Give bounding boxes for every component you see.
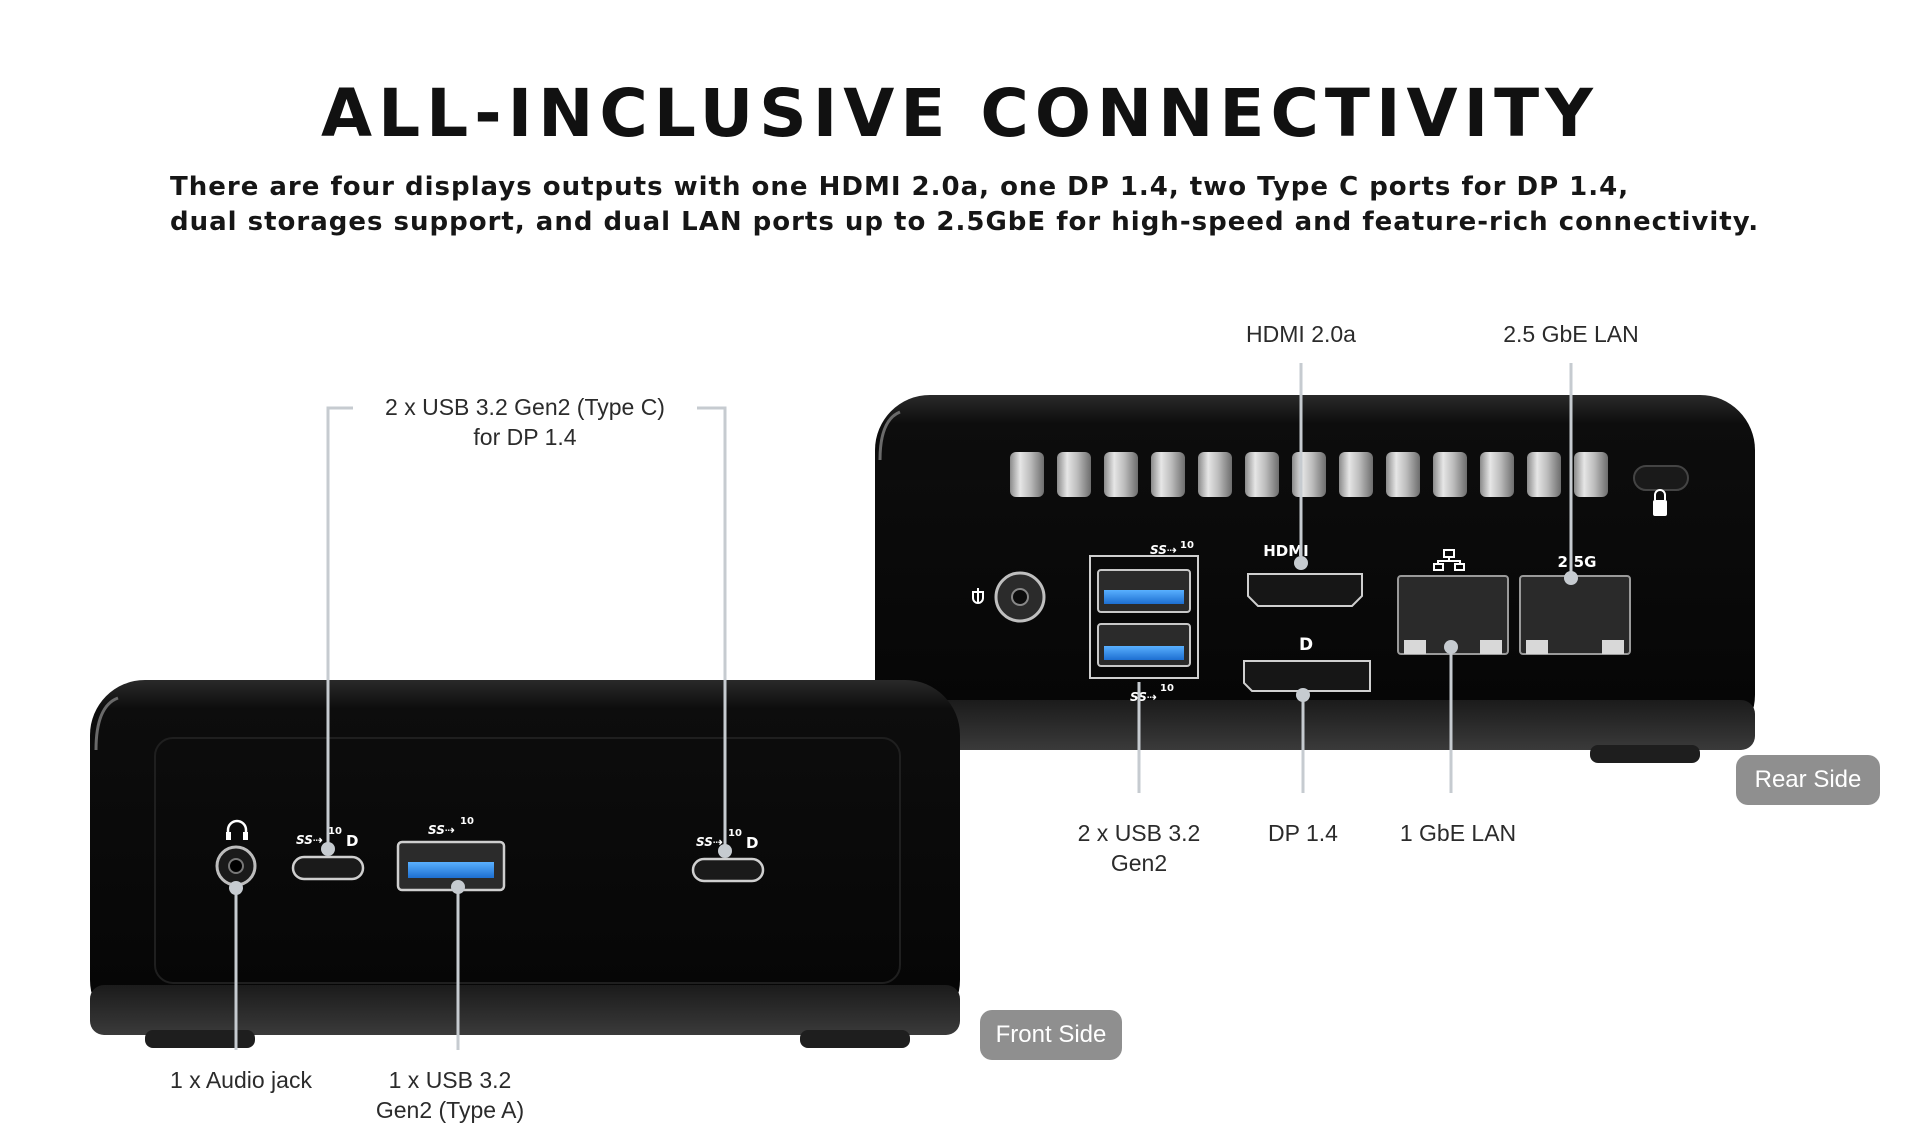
kensington-slot (1633, 465, 1689, 491)
front-foot-right (800, 1030, 910, 1048)
label-lan-1g: 1 GbE LAN (1399, 820, 1517, 846)
callout-line-typec-2 (697, 406, 727, 851)
callout-lines (234, 363, 1573, 1050)
usb-speed-marking: 10 (328, 826, 342, 837)
rear-device-body (875, 395, 1755, 750)
rear-device: SS⇢ 10 SS⇢ 10 HDMI D 2.5G (875, 395, 1755, 763)
description: There are four displays outputs with one… (170, 170, 1820, 240)
label-dp: DP 1.4 (1268, 820, 1338, 846)
usb-speed-marking: 10 (460, 816, 474, 827)
displayport-icon: D (746, 834, 758, 852)
front-typec-port-2 (691, 857, 765, 883)
power-dc-in-icon (972, 588, 984, 604)
label-hdmi: HDMI 2.0a (1246, 321, 1356, 347)
description-line-2: dual storages support, and dual LAN port… (170, 207, 1760, 237)
front-side-badge: Front Side (980, 1010, 1122, 1060)
rear-side-badge: Rear Side (1736, 755, 1880, 805)
front-panel-bezel (154, 737, 901, 984)
headphone-icon (226, 819, 248, 840)
rear-vents (1010, 452, 1608, 497)
rear-highlight (878, 410, 901, 461)
label-front-typec: 2 x USB 3.2 Gen2 (Type C) for DP 1.4 (385, 394, 665, 450)
front-device: SS⇢ 10 D SS⇢ 10 SS⇢ 10 D (90, 680, 960, 1048)
description-line-1: There are four displays outputs with one… (170, 172, 1630, 202)
rear-foot (1590, 745, 1700, 763)
displayport-port (1243, 660, 1371, 692)
label-lan-25g: 2.5 GbE LAN (1503, 321, 1639, 347)
rear-device-base (875, 700, 1755, 750)
lan-25g-marking: 2.5G (1558, 553, 1597, 571)
superspeed-usb-icon: SS⇢ (296, 833, 323, 847)
usb-speed-marking: 10 (1160, 683, 1174, 694)
front-typec-port-1 (291, 855, 365, 881)
label-front-usb-a: 1 x USB 3.2 Gen2 (Type A) (375, 1067, 525, 1123)
front-device-body (90, 680, 960, 1035)
hdmi-marking: HDMI (1263, 542, 1309, 560)
callout-line-typec-1 (326, 406, 353, 849)
front-device-base (90, 985, 960, 1035)
rear-usb-bracket (1089, 555, 1199, 679)
page-title: ALL-INCLUSIVE CONNECTIVITY (321, 75, 1599, 152)
network-icon (1433, 549, 1465, 571)
svg-text:D: D (1299, 635, 1313, 655)
superspeed-usb-icon: SS⇢ (428, 823, 455, 837)
label-audio-jack: 1 x Audio jack (170, 1067, 312, 1093)
usb-speed-marking: 10 (728, 828, 742, 839)
label-rear-usb: 2 x USB 3.2 Gen2 (1077, 820, 1201, 876)
lan-1g-port (1397, 575, 1509, 655)
superspeed-usb-icon: SS⇢ (696, 835, 723, 849)
superspeed-usb-icon: SS⇢ (1130, 690, 1157, 704)
front-foot-left (145, 1030, 255, 1048)
superspeed-usb-icon: SS⇢ (1150, 543, 1177, 557)
kensington-lock-icon (1653, 489, 1667, 516)
hdmi-port (1247, 573, 1363, 607)
usb-speed-marking: 10 (1180, 540, 1194, 551)
callout-dots (229, 556, 1578, 895)
displayport-icon: D (346, 832, 358, 850)
displayport-icon: D (1299, 635, 1313, 655)
